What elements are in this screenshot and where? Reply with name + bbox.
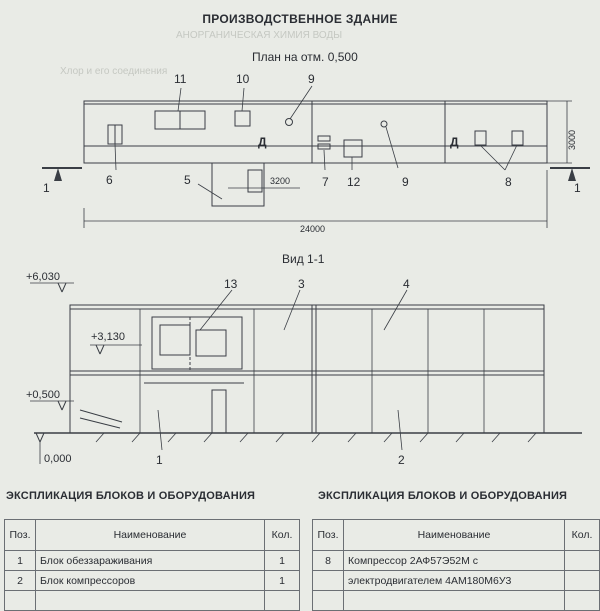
section-label-1: 1: [156, 453, 163, 467]
right-explication-table: Поз. Наименование Кол. 8 Компрессор 2АФ5…: [312, 519, 600, 611]
col-pos: Поз.: [4, 519, 36, 551]
level-ground: 0,000: [44, 453, 72, 465]
plan-label-11: 11: [174, 72, 187, 86]
cell-pos: 2: [4, 570, 36, 591]
right-table-heading: ЭКСПЛИКАЦИЯ БЛОКОВ И ОБОРУДОВАНИЯ: [318, 490, 568, 502]
equipment-8a: [474, 130, 487, 146]
cell-pos: 8: [312, 550, 344, 571]
plan-label-10: 10: [236, 72, 250, 86]
cut-mark-left: 1: [43, 181, 50, 195]
plan-view: [42, 85, 590, 228]
dim-sub: 3200: [270, 176, 290, 186]
section-outline: [69, 304, 545, 434]
table-header-row: Поз. Наименование Кол.: [4, 519, 300, 551]
cell-pos: 1: [4, 550, 36, 571]
table-row: электродвигателем 4АМ180М6У3: [312, 570, 600, 591]
room-mark-1: Д: [258, 135, 267, 149]
level-floor: +0,500: [26, 389, 60, 401]
level-top: +6,030: [26, 271, 60, 283]
equipment-13: [151, 316, 243, 370]
cell-name: электродвигателем 4АМ180М6У3: [343, 570, 565, 591]
section-label-2: 2: [398, 453, 405, 467]
equipment-10: [234, 110, 251, 127]
section-view: [30, 282, 582, 464]
table-row: 2 Блок компрессоров 1: [4, 570, 300, 591]
cell-qty: [564, 570, 600, 591]
section-label-13: 13: [224, 277, 238, 291]
left-table-heading: ЭКСПЛИКАЦИЯ БЛОКОВ И ОБОРУДОВАНИЯ: [6, 490, 256, 502]
col-name: Наименование: [35, 519, 265, 551]
cell-name: Компрессор 2АФ57Э52М с: [343, 550, 565, 571]
left-explication-table: Поз. Наименование Кол. 1 Блок обеззаражи…: [4, 519, 300, 611]
plan-outline: [83, 100, 548, 164]
cell-name: Блок обеззараживания: [35, 550, 265, 571]
col-qty: Кол.: [564, 519, 600, 551]
cell-qty: 1: [264, 570, 300, 591]
table-row: 8 Компрессор 2АФ57Э52М с: [312, 550, 600, 571]
table-header-row: Поз. Наименование Кол.: [312, 519, 600, 551]
room-mark-2: Д: [450, 135, 459, 149]
col-pos: Поз.: [312, 519, 344, 551]
section-label-3: 3: [298, 277, 305, 291]
section-labels: +6,030 +3,130 +0,500 0,000 13 3 4 1 2: [26, 271, 410, 467]
col-qty: Кол.: [264, 519, 300, 551]
plan-label-9a: 9: [308, 72, 315, 86]
plan-title: План на отм. 0,500: [252, 50, 358, 64]
equipment-9b: [380, 120, 388, 128]
section-label-4: 4: [403, 277, 410, 291]
table-row-partial: [4, 590, 300, 611]
section-view-title: Вид 1-1: [282, 252, 325, 266]
cell-qty: [564, 550, 600, 571]
table-row-partial: [312, 590, 600, 611]
plan-label-5: 5: [184, 173, 191, 187]
cut-mark-right: 1: [574, 181, 581, 195]
cell-name: Блок компрессоров: [35, 570, 265, 591]
plan-label-9b: 9: [402, 175, 409, 189]
col-name: Наименование: [343, 519, 565, 551]
equipment-12: [343, 139, 363, 158]
plan-label-6: 6: [106, 173, 113, 187]
level-middle: +3,130: [91, 331, 125, 343]
plan-label-12: 12: [347, 175, 361, 189]
equipment-9a: [285, 118, 293, 126]
plan-label-8: 8: [505, 175, 512, 189]
equipment-8b: [511, 130, 524, 146]
document-title: ПРОИЗВОДСТВЕННОЕ ЗДАНИЕ: [202, 12, 398, 26]
table-row: 1 Блок обеззараживания 1: [4, 550, 300, 571]
dim-total: 24000: [300, 224, 325, 234]
plan-labels: 11 10 9 6 5 7 12 9 8 Д Д 1 1 24000 3200 …: [43, 72, 581, 234]
plan-label-7: 7: [322, 175, 329, 189]
cell-pos: [312, 570, 344, 591]
dim-height: 3000: [567, 130, 577, 150]
cell-qty: 1: [264, 550, 300, 571]
